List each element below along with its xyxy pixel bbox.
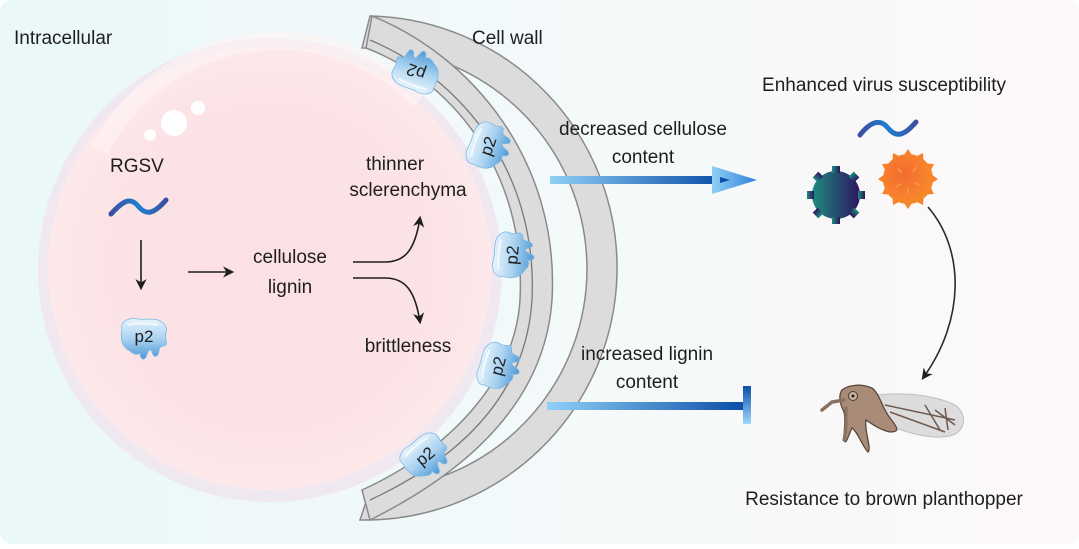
svg-text:p2: p2	[487, 355, 510, 378]
promote-arrow	[550, 166, 757, 194]
svg-text:p2: p2	[502, 245, 523, 266]
p2-protein: p2	[120, 317, 168, 361]
virus-particle-green-icon	[807, 166, 865, 224]
thinner-label: thinner	[366, 154, 425, 175]
bubble-icon	[191, 101, 205, 115]
decreased-cellulose-content-label: content	[612, 147, 675, 168]
wall-protein: p2	[394, 426, 458, 489]
resistance-planthopper-label: Resistance to brown planthopper	[745, 489, 1023, 510]
rgsv-label: RGSV	[110, 156, 164, 177]
cellulose-label: cellulose	[253, 247, 327, 268]
cell-wall-inner-line	[369, 39, 533, 501]
intracellular-label: Intracellular	[14, 28, 113, 49]
wall-protein: p2	[461, 117, 518, 176]
decreased-cellulose-label: decreased cellulose	[559, 119, 727, 140]
enhanced-susceptibility-label: Enhanced virus susceptibility	[762, 75, 1006, 96]
cell-body	[48, 46, 492, 490]
bubble-icon	[144, 129, 156, 141]
wall-protein: p2	[387, 42, 446, 99]
increased-lignin-label: increased lignin	[581, 344, 713, 365]
virus-rna-icon	[857, 119, 919, 138]
cell-wall-label: Cell wall	[472, 28, 543, 49]
svg-text:p2: p2	[135, 327, 154, 346]
lignin-label: lignin	[268, 277, 312, 298]
arrow-to-sclerenchyma	[353, 215, 425, 263]
sclerenchyma-label: sclerenchyma	[349, 180, 467, 201]
cell	[38, 31, 502, 502]
planthopper-icon	[820, 384, 964, 453]
wall-protein: p2	[490, 229, 537, 281]
bubble-icon	[161, 110, 187, 136]
arrow-to-brittleness	[353, 277, 425, 325]
brittleness-label: brittleness	[365, 336, 452, 357]
rgsv-rna-icon	[108, 197, 169, 217]
transmission-arrow	[921, 206, 956, 380]
increased-lignin-content-label: content	[616, 372, 679, 393]
cell-highlight	[91, 31, 427, 155]
virus-particle-orange-icon	[878, 149, 938, 209]
wall-protein: p2	[473, 338, 527, 395]
inhibit-arrow	[547, 386, 751, 424]
